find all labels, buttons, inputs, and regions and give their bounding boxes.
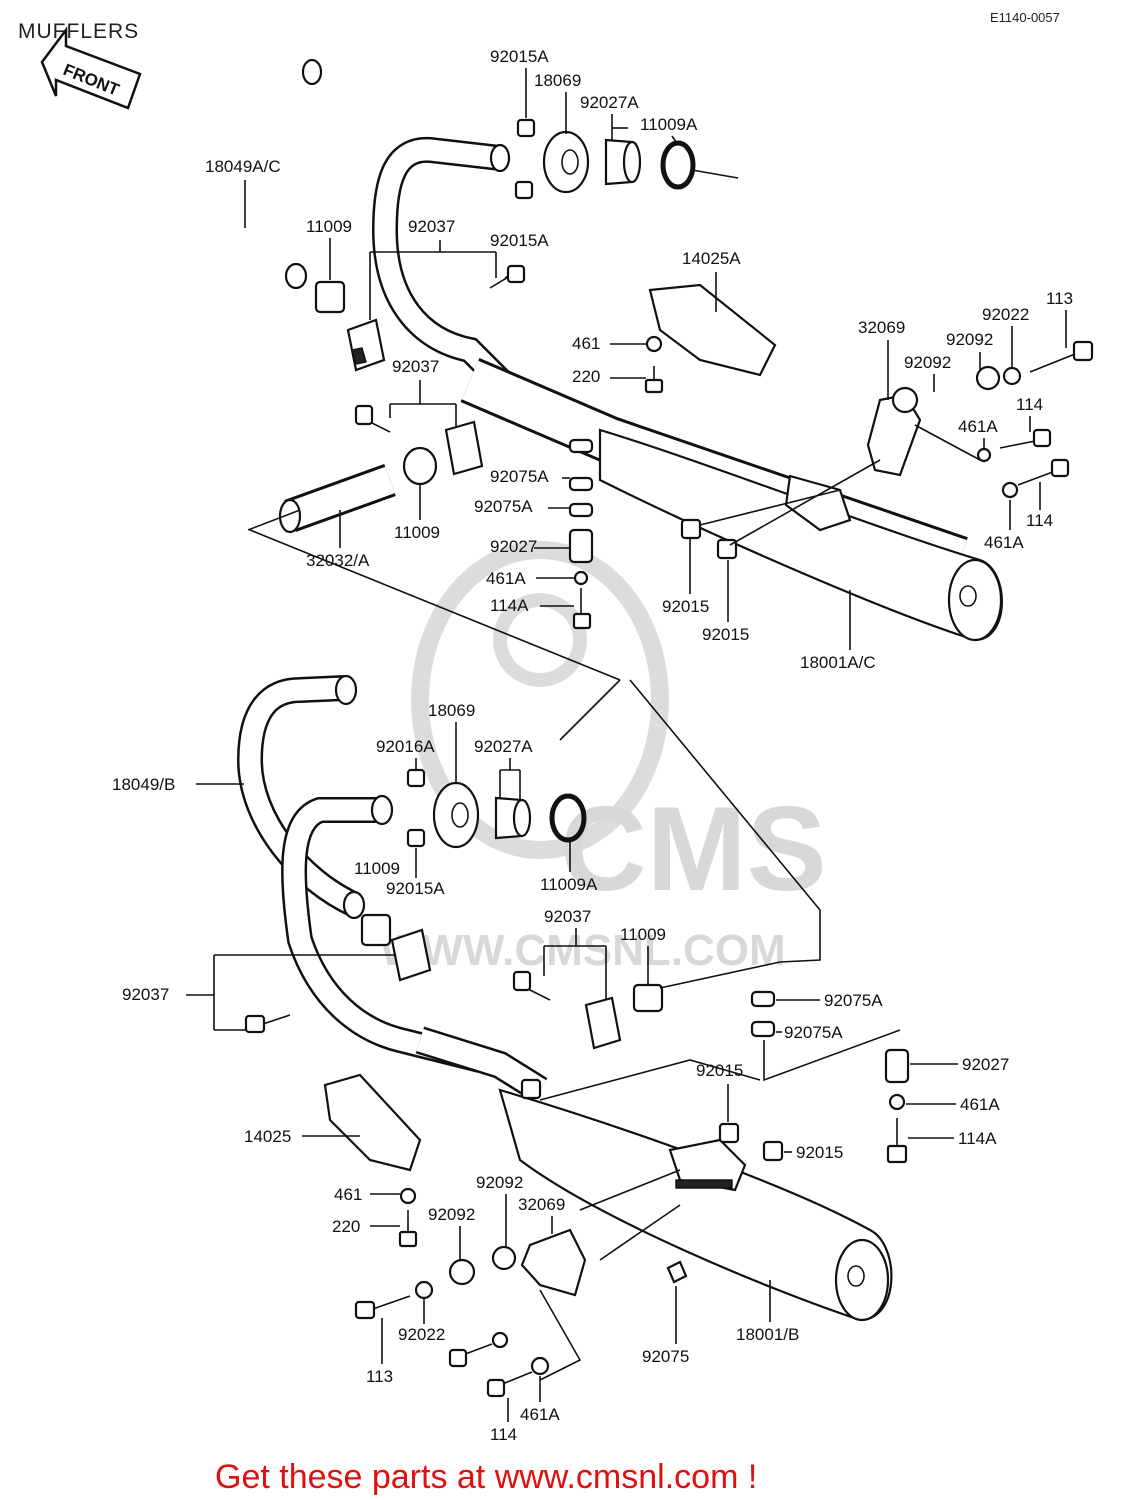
watermark-brand: CMS xyxy=(560,782,827,916)
part-label: 220 xyxy=(332,1217,360,1236)
part-label: 11009 xyxy=(620,925,666,944)
part-label: 461A xyxy=(958,417,998,436)
part-label: 92075A xyxy=(824,991,883,1010)
lower-assembly xyxy=(236,674,910,1398)
part-label: 114 xyxy=(1026,511,1053,530)
part-label: 114 xyxy=(490,1425,517,1444)
part-label: 11009 xyxy=(354,859,400,878)
part-label: 461 xyxy=(334,1185,362,1204)
diagram-code: E1140-0057 xyxy=(990,10,1060,25)
part-label: 92075A xyxy=(474,497,533,516)
part-label: 18049A/C xyxy=(205,157,281,176)
part-label: 461A xyxy=(984,533,1024,552)
part-label: 11009 xyxy=(394,523,440,542)
part-label: 113 xyxy=(366,1367,393,1386)
part-label: 92022 xyxy=(398,1325,445,1344)
part-label: 92015A xyxy=(386,879,445,898)
part-label: 32069 xyxy=(858,318,905,337)
diagram-title: MUFFLERS xyxy=(18,20,139,43)
part-label: 92037 xyxy=(122,985,169,1004)
part-label: 114A xyxy=(490,596,529,615)
part-label: 92015 xyxy=(696,1061,743,1080)
part-label: 92027 xyxy=(490,537,537,556)
part-label: 92037 xyxy=(392,357,439,376)
part-label: 14025 xyxy=(244,1127,291,1146)
watermark-site: WWW.CMSNL.COM xyxy=(380,926,786,975)
part-label: 92037 xyxy=(408,217,455,236)
part-label: 461A xyxy=(520,1405,560,1424)
part-label: 92092 xyxy=(428,1205,475,1224)
footer-link[interactable]: Get these parts at www.cmsnl.com ! xyxy=(215,1458,757,1496)
part-label: 113 xyxy=(1046,289,1073,308)
lower-labels: 18069 92016A 92027A 18049/B 11009 92015A… xyxy=(112,701,1009,1444)
part-label: 92027A xyxy=(474,737,533,756)
part-label: 92075A xyxy=(490,467,549,486)
part-label: 114 xyxy=(1016,395,1043,414)
part-label: 92015 xyxy=(662,597,709,616)
part-label: 461A xyxy=(486,569,526,588)
upper-labels: 92015A 18069 92027A 11009A 18049A/C 1100… xyxy=(205,47,1073,672)
part-label: 114A xyxy=(958,1129,997,1148)
part-label: 92075 xyxy=(642,1347,689,1366)
part-label: 18069 xyxy=(534,71,581,90)
watermark: CMS WWW.CMSNL.COM xyxy=(380,541,827,975)
part-label: 92022 xyxy=(982,305,1029,324)
part-label: 92037 xyxy=(544,907,591,926)
part-label: 32032/A xyxy=(306,551,370,570)
part-label: 32069 xyxy=(518,1195,565,1214)
part-label: 220 xyxy=(572,367,600,386)
part-label: 461 xyxy=(572,334,600,353)
part-label: 11009A xyxy=(640,115,698,134)
part-label: 92027 xyxy=(962,1055,1009,1074)
part-label: 92092 xyxy=(476,1173,523,1192)
part-label: 92016A xyxy=(376,737,435,756)
part-label: 18001/B xyxy=(736,1325,799,1344)
part-label: 461A xyxy=(960,1095,1000,1114)
part-label: 92092 xyxy=(946,330,993,349)
part-label: 11009A xyxy=(540,875,598,894)
part-label: 92015A xyxy=(490,231,549,250)
part-label: 18001A/C xyxy=(800,653,876,672)
part-label: 92015A xyxy=(490,47,549,66)
part-label: 18069 xyxy=(428,701,475,720)
part-label: 18049/B xyxy=(112,775,175,794)
part-label: 92075A xyxy=(784,1023,843,1042)
part-label: 92015 xyxy=(796,1143,843,1162)
part-label: 11009 xyxy=(306,217,352,236)
part-label: 92027A xyxy=(580,93,639,112)
part-label: 92092 xyxy=(904,353,951,372)
part-label: 92015 xyxy=(702,625,749,644)
upper-assembly xyxy=(179,58,1094,741)
part-label: 14025A xyxy=(682,249,741,268)
